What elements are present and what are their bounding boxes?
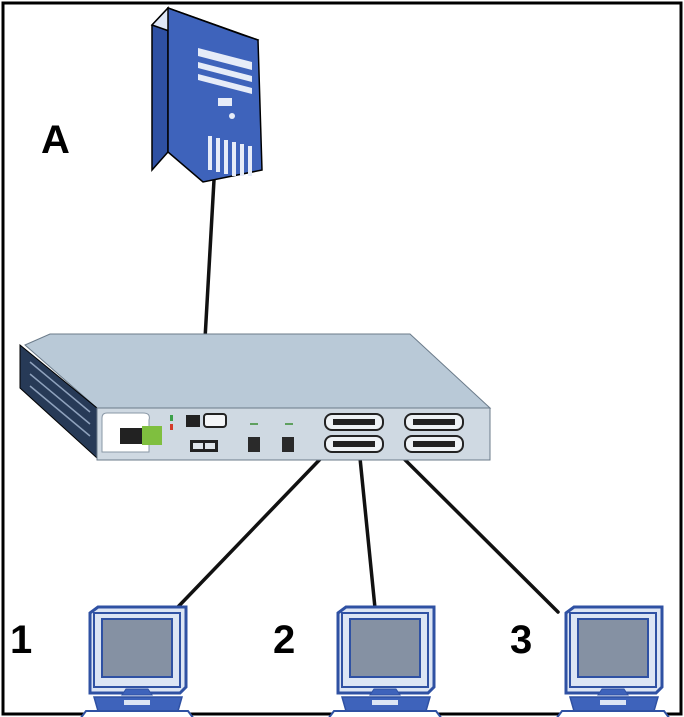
label-computer-3: 3 — [510, 618, 533, 662]
computer-1 — [78, 605, 196, 717]
label-server: A — [41, 118, 70, 162]
desktop-computer-icon — [326, 605, 444, 717]
desktop-computer-icon — [554, 605, 672, 717]
network-switch-icon — [19, 333, 492, 461]
desktop-computer-icon — [78, 605, 196, 717]
label-computer-2: 2 — [273, 618, 296, 662]
computer-3 — [554, 605, 672, 717]
label-computer-1: 1 — [10, 618, 33, 662]
server-tower-icon — [150, 6, 263, 183]
computer-2 — [326, 605, 444, 717]
